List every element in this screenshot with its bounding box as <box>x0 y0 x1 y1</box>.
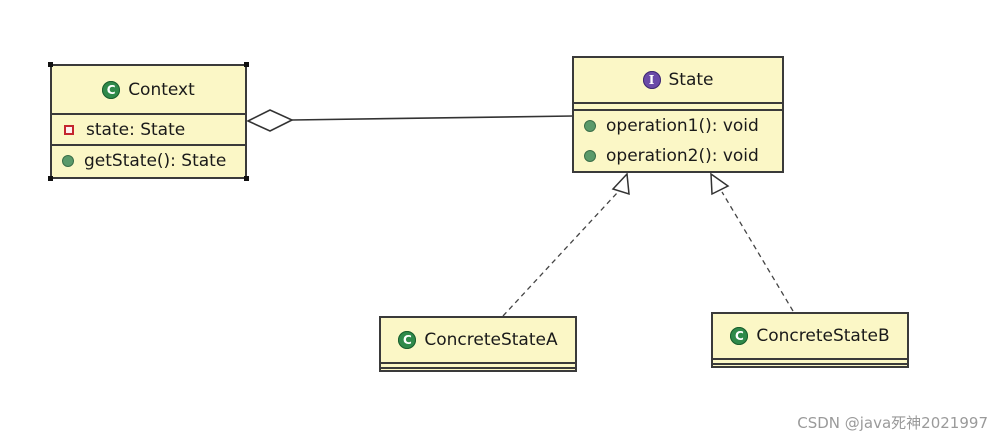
class-icon: C <box>102 80 121 99</box>
public-method-icon <box>584 150 596 162</box>
realization-arrowhead-a <box>611 172 630 196</box>
attribute-row: state: State <box>52 115 245 144</box>
selection-handle[interactable] <box>244 176 249 181</box>
interface-state-name: State <box>668 70 714 90</box>
selection-handle[interactable] <box>48 62 53 67</box>
private-attribute-icon <box>64 124 74 135</box>
selection-handle[interactable] <box>48 176 53 181</box>
class-concrete-state-a-methods <box>381 367 575 369</box>
class-concrete-state-b-header: C ConcreteStateB <box>713 314 907 358</box>
method-text: operation2(): void <box>606 146 759 166</box>
realization-line-b <box>721 191 794 312</box>
watermark-text: CSDN @java死神2021997 <box>797 414 988 432</box>
class-icon: C <box>730 327 749 345</box>
class-icon: C <box>398 331 417 349</box>
class-concrete-state-b-name: ConcreteStateB <box>756 326 890 346</box>
class-context-name: Context <box>128 79 195 100</box>
class-context[interactable]: C Context state: State getState(): State <box>50 64 247 179</box>
class-context-attributes: state: State <box>52 113 245 144</box>
selection-handle[interactable] <box>244 62 249 67</box>
class-concrete-state-b-methods <box>713 363 907 365</box>
public-method-icon <box>62 155 74 167</box>
class-context-header: C Context <box>52 66 245 113</box>
method-text: operation1(): void <box>606 116 759 136</box>
class-concrete-state-a[interactable]: C ConcreteStateA <box>379 316 577 372</box>
method-row: operation1(): void <box>574 111 782 141</box>
method-text: getState(): State <box>84 151 227 171</box>
class-context-methods: getState(): State <box>52 144 245 176</box>
aggregation-line <box>291 115 574 121</box>
interface-icon: I <box>642 71 661 89</box>
realization-line-a <box>502 192 618 317</box>
method-row: getState(): State <box>52 146 245 176</box>
method-row: operation2(): void <box>574 141 782 171</box>
class-concrete-state-a-name: ConcreteStateA <box>424 330 558 350</box>
interface-state-methods: operation1(): void operation2(): void <box>574 109 782 171</box>
realization-arrowhead-b <box>710 172 730 196</box>
attribute-text: state: State <box>86 119 186 140</box>
class-concrete-state-b[interactable]: C ConcreteStateB <box>711 312 909 368</box>
interface-state[interactable]: I State operation1(): void operation2():… <box>572 56 784 173</box>
interface-state-attributes <box>574 102 782 109</box>
aggregation-diamond <box>246 109 294 132</box>
class-concrete-state-a-attributes <box>381 362 575 367</box>
interface-state-header: I State <box>574 58 782 102</box>
class-concrete-state-a-header: C ConcreteStateA <box>381 318 575 362</box>
class-concrete-state-b-attributes <box>713 358 907 363</box>
public-method-icon <box>584 120 596 132</box>
